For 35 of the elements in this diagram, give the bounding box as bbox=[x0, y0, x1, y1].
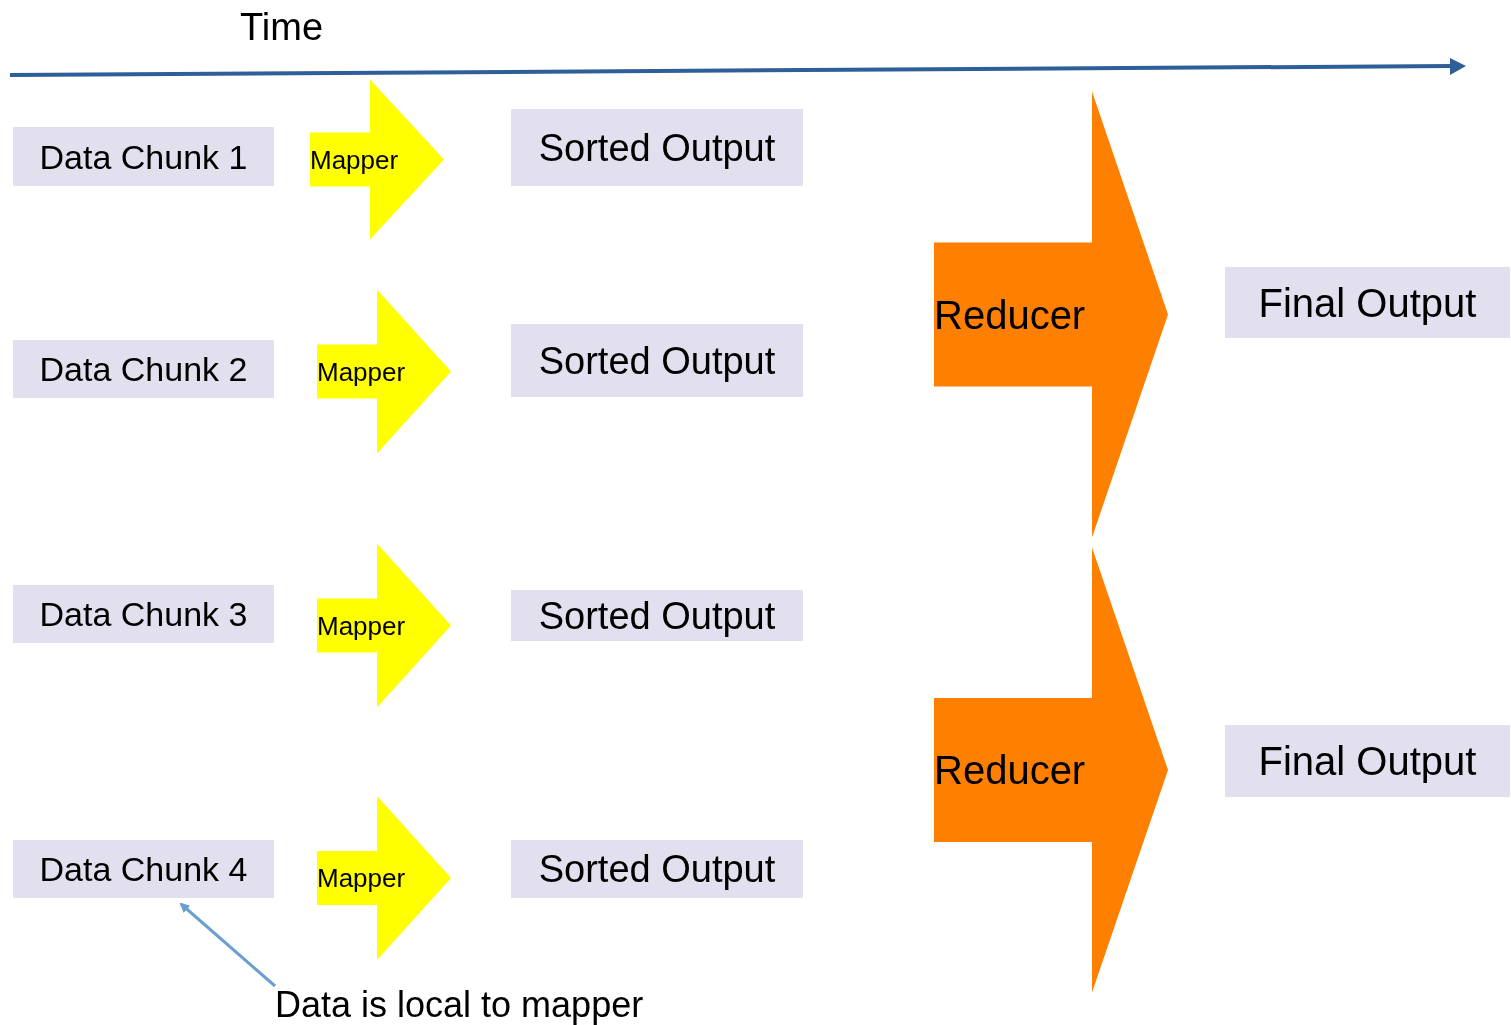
node-label: Sorted Output bbox=[538, 850, 776, 888]
process-box bbox=[511, 590, 803, 641]
node-label: Data Chunk 4 bbox=[39, 852, 248, 886]
node-label: Final Output bbox=[1258, 282, 1477, 323]
axis-label: Time bbox=[240, 8, 324, 46]
process-box bbox=[1225, 267, 1510, 338]
block-arrow bbox=[310, 79, 444, 240]
node-label: Sorted Output bbox=[538, 596, 776, 635]
node-label: Sorted Output bbox=[538, 128, 776, 167]
block-arrow bbox=[934, 91, 1168, 538]
node-label: Data Chunk 3 bbox=[39, 597, 248, 631]
process-box bbox=[511, 109, 803, 186]
block-arrow bbox=[317, 289, 451, 454]
node-label: Data is local to mapper bbox=[275, 984, 644, 1025]
node-label: Data Chunk 2 bbox=[39, 352, 248, 386]
process-box bbox=[511, 840, 803, 898]
node-label: Data Chunk 1 bbox=[39, 139, 248, 174]
leader-line bbox=[179, 902, 276, 988]
block-arrow bbox=[934, 547, 1168, 993]
block-arrow bbox=[317, 543, 451, 708]
node-label: Final Output bbox=[1258, 741, 1477, 781]
node-label: Sorted Output bbox=[538, 341, 776, 380]
edge-label: Mapper bbox=[317, 612, 406, 639]
process-box bbox=[511, 324, 803, 397]
edge-label: Mapper bbox=[310, 146, 399, 173]
edge-label: Mapper bbox=[317, 358, 406, 385]
process-box bbox=[1225, 725, 1510, 797]
block-arrow bbox=[317, 796, 451, 960]
process-box bbox=[13, 585, 274, 643]
edge-label: Mapper bbox=[317, 865, 406, 891]
edge-label: Reducer bbox=[934, 750, 1086, 790]
process-box bbox=[13, 340, 274, 398]
process-box bbox=[13, 127, 274, 186]
edge-label: Reducer bbox=[934, 294, 1086, 335]
process-box bbox=[13, 840, 274, 898]
